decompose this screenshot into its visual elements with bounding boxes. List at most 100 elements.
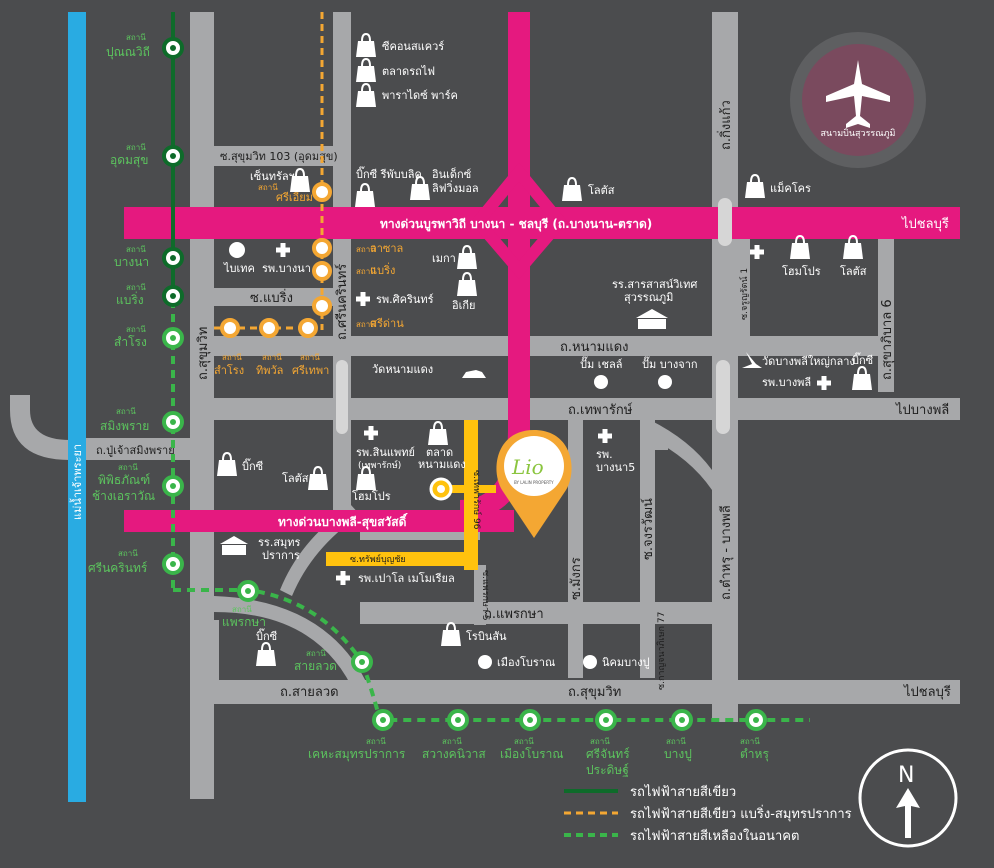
place-bangna5: รพ. — [596, 448, 613, 461]
road-curve-pu-chao — [10, 395, 70, 460]
station-label: สวางคนิวาส — [422, 747, 486, 761]
shopping-bag-icon — [307, 466, 329, 491]
station-label: เคหะสมุทรปราการ — [308, 747, 406, 762]
station-label: แพรกษา — [222, 615, 266, 629]
place-bangna-hosp: รพ.บางนา — [262, 262, 311, 275]
hospital-cross-icon — [276, 243, 290, 257]
station-label-top: สถานี — [126, 33, 146, 42]
gas-station-dot-icon — [658, 375, 672, 389]
school-building-icon — [636, 309, 668, 329]
place-bigc-republic: บิ๊กซี รีพับบลิค — [356, 166, 422, 181]
station-srichan[interactable] — [595, 709, 617, 731]
station-label-top: สถานี — [442, 737, 462, 746]
school-building-icon — [220, 536, 248, 555]
station-label: ทิพวัล — [256, 364, 283, 377]
place-index-2: ลิฟวิ่งมอล — [432, 180, 479, 195]
station-sri-dan[interactable] — [312, 296, 332, 316]
road-label-srinakarin: ถ.ศรีนครินทร์ — [334, 264, 350, 340]
station-samrong-orange[interactable] — [220, 318, 240, 338]
station-baering-orange[interactable] — [312, 261, 332, 281]
station-label-top: สถานี — [126, 143, 146, 152]
station-punnawithi[interactable] — [162, 37, 184, 59]
interchange-diamond — [470, 162, 568, 280]
project-location-pin[interactable]: Lio BY LALIN PROPERTY — [429, 430, 572, 538]
place-ikea: อิเกีย — [452, 299, 476, 312]
station-udomsuk[interactable] — [162, 145, 184, 167]
station-sai-luat[interactable] — [351, 651, 373, 673]
road-nam-daeng — [200, 336, 880, 356]
road-srinakarin — [333, 12, 351, 512]
station-srinakarin[interactable] — [162, 553, 184, 575]
hospital-cross-icon — [817, 376, 831, 390]
project-tagline: BY LALIN PROPERTY — [514, 480, 554, 485]
place-samut-school: รร.สมุทร — [258, 536, 301, 549]
station-museum-erawan[interactable] — [162, 475, 184, 497]
hospital-cross-icon — [598, 429, 612, 443]
soi-sap-phibun — [326, 552, 478, 566]
station-sri-iam[interactable] — [312, 182, 332, 202]
station-label-top: สถานี — [118, 463, 138, 472]
road-curve-east — [650, 420, 712, 490]
road-label-phraeksa: ถ.แพรกษา — [484, 607, 544, 622]
airplane-icon — [826, 60, 890, 128]
orange-stations: สถานี ศรีเอี่ยม สถานี ลาซาล สถานี แบริ่ง… — [214, 182, 404, 377]
shopping-bag-icon — [851, 366, 873, 391]
road-label-sukhumvit-left: ถ.สุขุมวิท — [196, 327, 211, 380]
place-bitec: ไบเทค — [223, 262, 255, 275]
river-chaophraya — [68, 12, 86, 802]
station-samrong[interactable] — [162, 327, 184, 349]
station-label-top: สถานี — [262, 353, 282, 362]
place-wat-bangphli: วัดบางพลีใหญ่กลาง — [762, 355, 855, 368]
place-sinphaet: รพ.สินแพทย์ — [356, 446, 415, 459]
station-lasalle[interactable] — [312, 238, 332, 258]
station-bangna[interactable] — [162, 247, 184, 269]
road-label-sukhumvit-bottom: ถ.สุขุมวิท — [568, 685, 621, 700]
place-talad-rotfai: ตลาดรถไฟ — [382, 65, 435, 78]
station-label: สำโรง — [114, 335, 147, 349]
road-theparak — [200, 398, 960, 420]
overpass-marker-srinakarin — [336, 360, 348, 434]
station-baering[interactable] — [162, 285, 184, 307]
shopping-bag-icon — [216, 452, 238, 477]
place-samut-school-2: ปราการ — [262, 549, 300, 562]
station-label-top: สถานี — [232, 605, 252, 614]
station-bangpu[interactable] — [671, 709, 693, 731]
landmark-dot-icon — [478, 655, 492, 669]
road-label-theparak: ถ.เทพารักษ์ — [568, 402, 633, 418]
station-label-top: สถานี — [300, 353, 320, 362]
to-chonburi-top-label: ไปชลบุรี — [901, 216, 949, 232]
station-thipwan[interactable] — [259, 318, 279, 338]
overpass-marker-king-kaew-2 — [716, 360, 730, 434]
place-sarasas-2: สุวรรณภูมิ — [624, 291, 673, 304]
legend-orange: รถไฟฟ้าสายสีเขียว แบริ่ง-สมุทรปราการ — [630, 805, 852, 822]
station-sri-thepha[interactable] — [298, 318, 318, 338]
road-label-to-bangphli: ไปบางพลี — [895, 402, 949, 418]
road-label-sai-luat: ถ.สายลวด — [280, 685, 339, 700]
station-muang-boran[interactable] — [519, 709, 541, 731]
shopping-bag-icon — [744, 174, 766, 199]
shopping-bag-icon — [355, 58, 377, 83]
landmark-dot-icon — [229, 242, 245, 258]
station-keha[interactable] — [372, 709, 394, 731]
place-sikarin-hosp: รพ.ศิครินทร์ — [376, 293, 434, 306]
station-label-top: สถานี — [590, 737, 610, 746]
station-phraeksa[interactable] — [237, 580, 259, 602]
place-seacon: ซีคอนสแควร์ — [382, 40, 444, 53]
station-tamru[interactable] — [745, 709, 767, 731]
station-smingphrai[interactable] — [162, 411, 184, 433]
hospital-cross-icon — [364, 426, 378, 440]
green-stations: สถานี ปุณณวิถี สถานี อุดมสุข สถานี บางนา… — [88, 33, 769, 777]
station-label-top: สถานี — [356, 320, 376, 329]
shopping-bag-icon — [427, 421, 449, 446]
road-jarun — [736, 232, 750, 352]
highway-burapha — [124, 207, 960, 239]
north-arrow-icon — [896, 788, 920, 838]
road-label-sukhaphiban-6: ถ.สุขาภิบาล 6 — [880, 299, 895, 380]
place-index: อินเด็กซ์ — [432, 167, 472, 181]
shopping-bag-icon — [456, 245, 478, 270]
place-homepro-l: โฮมโปร — [352, 489, 391, 503]
station-label-line2: ประดิษฐ์ — [586, 763, 629, 777]
station-sawangkhaniwat[interactable] — [447, 709, 469, 731]
road-curve-sai-luat — [214, 596, 370, 696]
compass-n-label: N — [898, 763, 914, 788]
